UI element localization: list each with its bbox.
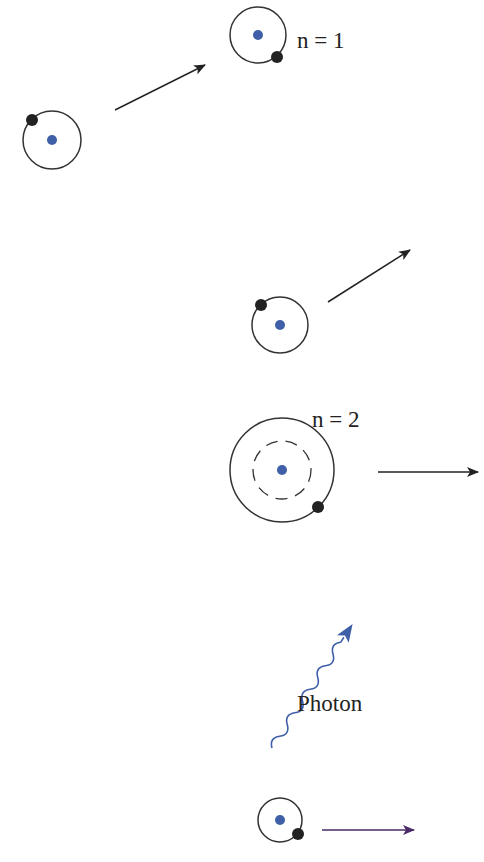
motion-arrow	[328, 250, 410, 302]
atom	[230, 7, 286, 63]
motion-arrow	[322, 829, 414, 831]
atom	[258, 798, 304, 842]
atom	[23, 111, 81, 169]
photon-label: Photon	[297, 692, 362, 715]
motion-arrow	[115, 65, 205, 110]
energy-level-label: n = 2	[312, 408, 359, 431]
atom	[252, 297, 308, 353]
motion-arrow	[378, 471, 478, 473]
excited-atom	[230, 418, 334, 522]
photon-wave	[266, 620, 358, 752]
energy-level-label: n = 1	[297, 29, 344, 52]
